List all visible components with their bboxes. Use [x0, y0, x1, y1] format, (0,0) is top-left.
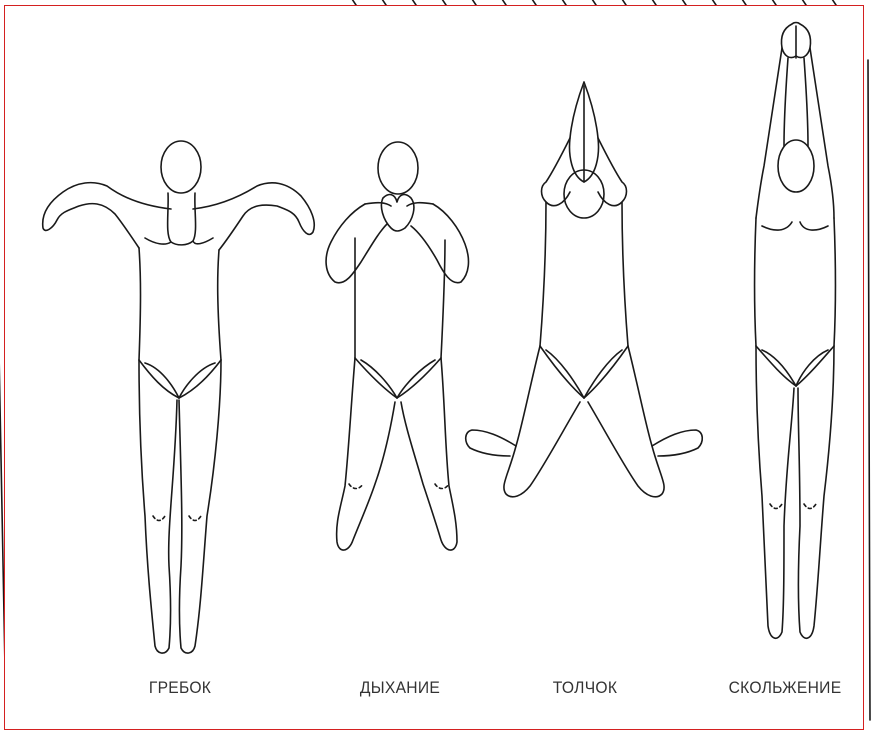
head — [778, 140, 814, 192]
caption-glide: СКОЛЬЖЕНИЕ — [707, 678, 863, 698]
caption-push: ТОЛЧОК — [521, 678, 650, 698]
figure-glide: СКОЛЬЖЕНИЕ — [700, 6, 870, 666]
head — [161, 141, 201, 193]
figure-frame: ГРЕБОК ДЫХАНИЕ — [4, 5, 864, 730]
caption-stroke: ГРЕБОК — [120, 678, 240, 698]
figure-push: ТОЛЧОК — [460, 6, 710, 666]
swimmer-push-drawing — [460, 6, 710, 666]
swimmer-glide-drawing — [700, 6, 870, 666]
figure-stroke: ГРЕБОК — [5, 6, 325, 666]
head — [378, 142, 418, 194]
caption-breath: ДЫХАНИЕ — [336, 678, 465, 698]
swimmer-stroke-drawing — [5, 6, 325, 666]
